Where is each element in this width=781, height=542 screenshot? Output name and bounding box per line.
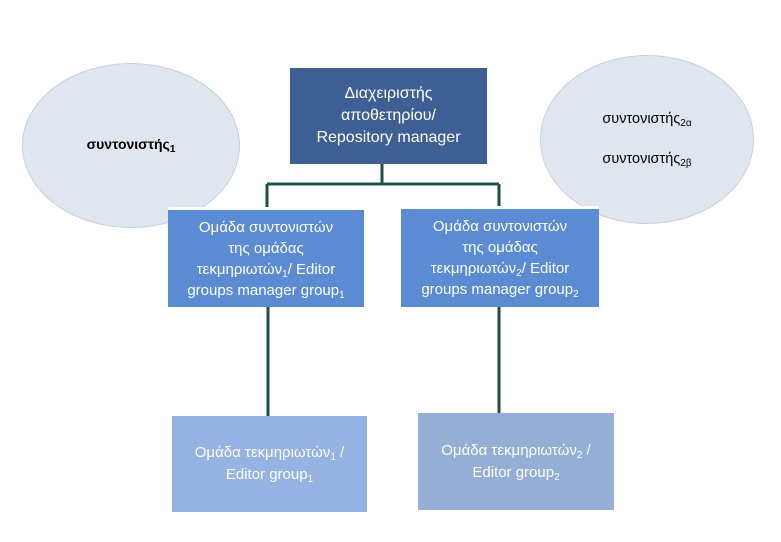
editor-groups-manager-group-2-box: Ομάδα συντονιστών της ομάδας τεκμηριωτών… (401, 206, 599, 307)
editor-group-2-box: Ομάδα τεκμηριωτών2 / Editor group2 (418, 413, 614, 510)
editor-group-1-label: Ομάδα τεκμηριωτών1 / Editor group1 (194, 444, 345, 485)
coordinator-2b-subscript: 2β (680, 157, 692, 169)
editor-group-1-box: Ομάδα τεκμηριωτών1 / Editor group1 (172, 416, 367, 512)
coordinator-2a-subscript: 2α (680, 117, 692, 129)
repository-manager-label: Διαχειριστής αποθετηρίου/ Repository man… (316, 85, 461, 146)
coordinator-2-ellipse: συντονιστής2α συντονιστής2β (540, 55, 754, 224)
coordinator-1-subscript: 1 (169, 144, 176, 155)
editor-groups-manager-group-1-label: Ομάδα συντονιστών της ομάδας τεκμηριωτών… (187, 218, 345, 301)
editor-groups-manager-group-2-label: Ομάδα συντονιστών της ομάδας τεκμηριωτών… (421, 218, 579, 300)
coordinator-1-label: συντονιστής1 (86, 136, 176, 155)
editor-group-2-label: Ομάδα τεκμηριωτών2 / Editor group2 (441, 441, 591, 483)
repository-manager-box: Διαχειριστής αποθετηρίου/ Repository man… (290, 68, 487, 164)
coordinator-1-ellipse: συντονιστής1 (22, 63, 240, 228)
editor-groups-manager-group-1-box: Ομάδα συντονιστών της ομάδας τεκμηριωτών… (168, 207, 364, 307)
coordinator-2a-label: συντονιστής2α (602, 110, 692, 129)
coordinator-2b-label: συντονιστής2β (602, 150, 692, 169)
